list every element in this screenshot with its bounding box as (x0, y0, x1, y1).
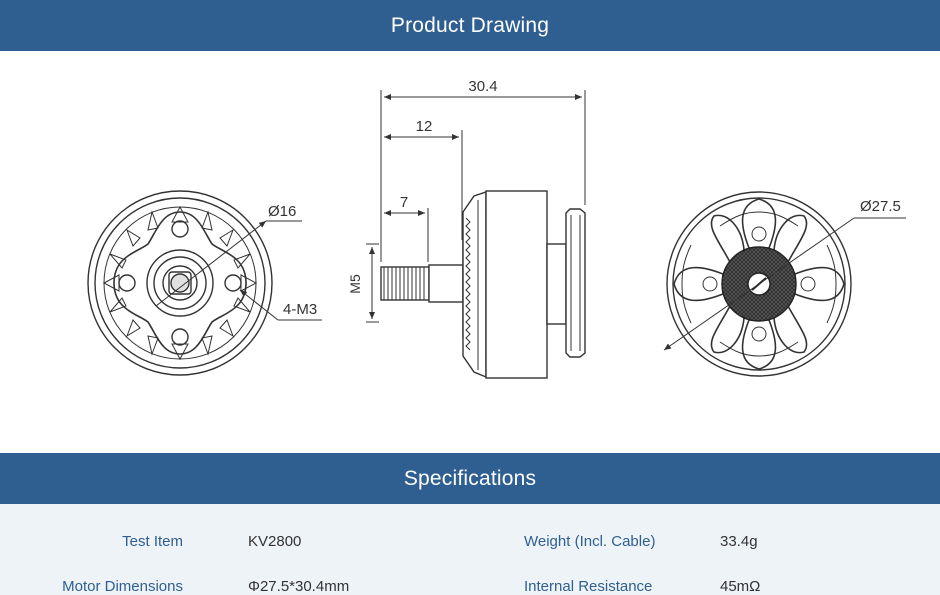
spec-value-test-item: KV2800 (248, 533, 302, 550)
product-drawing-title: Product Drawing (390, 13, 550, 37)
spec-label-test-item: Test Item (122, 533, 183, 550)
motor-side-view (380, 190, 586, 379)
spec-value-weight: 33.4g (720, 533, 758, 550)
mount-holes-label: 4-M3 (283, 301, 317, 318)
product-drawing-header: Product Drawing (0, 0, 940, 51)
spec-value-internal-resistance: 45mΩ (720, 578, 761, 595)
spec-value-motor-dimensions: Φ27.5*30.4mm (248, 578, 350, 595)
thread-length-label: 7 (400, 194, 408, 211)
mount-diameter-label: Ø16 (268, 203, 296, 220)
motor-bottom-view (87, 190, 273, 376)
product-drawing-panel: Ø16 4-M3 (0, 51, 940, 453)
specifications-header: Specifications (0, 453, 940, 504)
shaft-length-label: 12 (416, 118, 433, 135)
outer-diameter-label: Ø27.5 (860, 198, 901, 215)
spec-label-internal-resistance: Internal Resistance (524, 578, 653, 595)
spec-label-motor-dimensions: Motor Dimensions (62, 578, 183, 595)
thread-size-label: M5 (347, 274, 363, 294)
spec-label-weight: Weight (Incl. Cable) (524, 533, 656, 550)
total-length-label: 30.4 (468, 78, 497, 95)
motor-technical-drawing: Ø16 4-M3 (87, 78, 906, 379)
specifications-title: Specifications (403, 466, 537, 490)
